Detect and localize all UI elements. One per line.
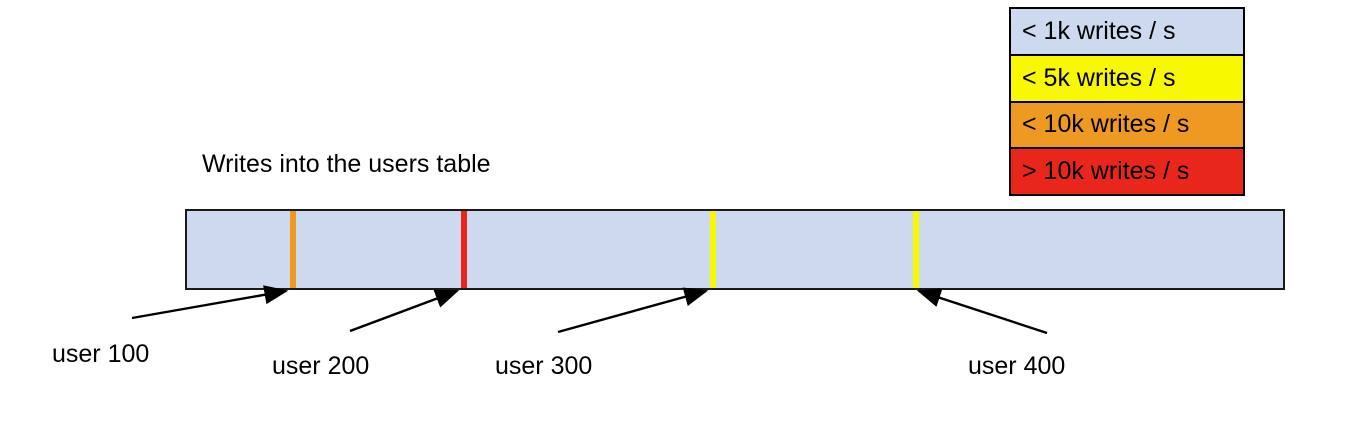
users-table-bar bbox=[185, 209, 1285, 290]
arrow-user-400 bbox=[916, 288, 1048, 335]
chart-title: Writes into the users table bbox=[202, 150, 491, 178]
legend-row-lt-10k: < 10k writes / s bbox=[1011, 102, 1243, 150]
arrow-user-100 bbox=[131, 285, 289, 320]
user-300-marker bbox=[710, 211, 716, 288]
legend: < 1k writes / s < 5k writes / s < 10k wr… bbox=[1009, 7, 1245, 196]
legend-label-lt-10k: < 10k writes / s bbox=[1022, 110, 1190, 139]
user-400-marker bbox=[913, 211, 919, 288]
user-200-marker bbox=[461, 211, 467, 288]
legend-row-gt-10k: > 10k writes / s bbox=[1011, 149, 1243, 194]
arrow-user-200 bbox=[349, 289, 460, 333]
user-100-marker bbox=[290, 211, 296, 288]
pointer-label-user-200: user 200 bbox=[272, 352, 370, 380]
pointer-label-user-100: user 100 bbox=[52, 340, 150, 368]
legend-label-lt-5k: < 5k writes / s bbox=[1022, 63, 1176, 92]
legend-label-lt-1k: < 1k writes / s bbox=[1022, 16, 1176, 45]
legend-row-lt-1k: < 1k writes / s bbox=[1011, 9, 1243, 56]
arrow-user-300 bbox=[557, 287, 709, 334]
legend-label-gt-10k: > 10k writes / s bbox=[1022, 157, 1190, 186]
pointer-label-user-300: user 300 bbox=[495, 352, 593, 380]
pointer-label-user-400: user 400 bbox=[968, 352, 1066, 380]
legend-row-lt-5k: < 5k writes / s bbox=[1011, 55, 1243, 103]
